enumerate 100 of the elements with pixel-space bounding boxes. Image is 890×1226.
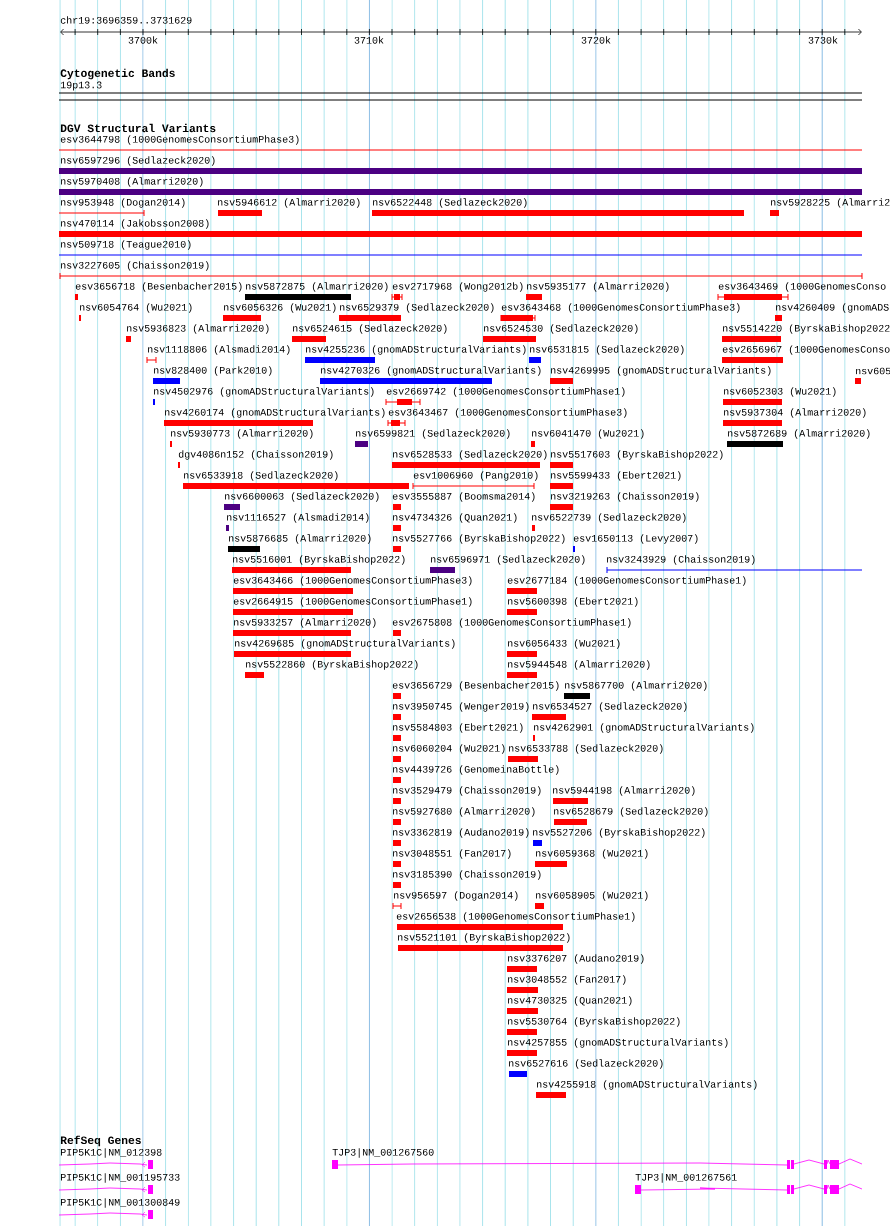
variant-label: nsv4734326 (Quan2021) — [393, 513, 517, 523]
variant-label: nsv3227605 (Chaisson2019) — [61, 261, 209, 271]
variant-label: nsv5521101 (ByrskaBishop2022) — [398, 933, 570, 943]
variant-label: nsv953948 (Dogan2014) — [61, 198, 185, 208]
variant-label: nsv5527766 (ByrskaBishop2022) — [393, 534, 565, 544]
variant-label: nsv6054764 (Wu2021) — [80, 303, 192, 313]
variant-label: esv3555887 (Boomsma2014) — [392, 492, 535, 502]
variant-label: nsv6052303 (Wu2021) — [724, 387, 836, 397]
variant-label: nsv4270326 (gnomADStructuralVariants) — [321, 366, 541, 376]
variant-label: nsv5937304 (Almarri2020) — [724, 408, 866, 418]
variant-label: nsv3048552 (Fan2017) — [508, 975, 626, 985]
variant-label: nsv6531815 (Sedlazeck2020) — [530, 345, 684, 355]
variant-label: nsv6533918 (Sedlazeck2020) — [184, 471, 338, 481]
variant-label: esv1006960 (Pang2010) — [413, 471, 538, 481]
variant-label: nsv5600398 (Ebert2021) — [508, 597, 638, 607]
variant-label: nsv6528533 (Sedlazeck2020) — [393, 450, 547, 460]
variant-label: nsv5530764 (ByrskaBishop2022) — [508, 1017, 680, 1027]
variant-label: nsv6524530 (Sedlazeck2020) — [484, 324, 638, 334]
variant-label: nsv4260409 (gnomADS — [776, 303, 889, 313]
variant-label: nsv3376207 (Audano2019) — [508, 954, 644, 964]
variant-label: nsv4262901 (gnomADStructuralVariants) — [534, 723, 754, 733]
variant-label: nsv5872875 (Almarri2020) — [246, 282, 388, 292]
variant-label: nsv3219263 (Chaisson2019) — [551, 492, 699, 502]
variant-label: nsv5946612 (Almarri2020) — [218, 198, 360, 208]
variant-label: nsv5944198 (Almarri2020) — [553, 786, 695, 796]
variant-label: nsv3950745 (Wenger2019) — [393, 702, 529, 712]
variant-label: nsv5930773 (Almarri2020) — [171, 429, 313, 439]
variant-label: esv2664915 (1000GenomesConsortiumPhase1) — [233, 597, 472, 607]
gene-label: TJP3|NM_001267561 — [635, 1173, 737, 1183]
variant-label: nsv5584803 (Ebert2021) — [393, 723, 523, 733]
variant-label: esv2675808 (1000GenomesConsortiumPhase1) — [392, 618, 631, 628]
gene-label: PIP5K1C|NM_012398 — [61, 1148, 162, 1158]
variant-label: nsv5514220 (ByrskaBishop2022 — [723, 324, 890, 334]
gene-label: TJP3|NM_001267560 — [332, 1148, 434, 1158]
variant-label: nsv5527206 (ByrskaBishop2022) — [533, 828, 705, 838]
variant-label: nsv4269685 (gnomADStructuralVariants) — [235, 639, 455, 649]
variant-label: esv2656967 (1000GenomesConso — [722, 345, 890, 355]
track-title: Cytogenetic Bands — [60, 68, 175, 80]
variant-label: nsv6058905 (Wu2021) — [536, 891, 648, 901]
variant-label: esv1650113 (Levy2007) — [573, 534, 698, 544]
variant-label: nsv5928225 (Almarri2 — [771, 198, 890, 208]
variant-label: nsv4269995 (gnomADStructuralVariants) — [551, 366, 771, 376]
variant-label: nsv4730325 (Quan2021) — [508, 996, 632, 1006]
variant-label: nsv5970408 (Almarri2020) — [61, 177, 203, 187]
track-title: DGV Structural Variants — [60, 123, 216, 133]
variant-label: nsv5516001 (ByrskaBishop2022) — [233, 555, 405, 565]
variant-label: nsv5517603 (ByrskaBishop2022) — [551, 450, 723, 460]
tick-label: 3710k — [354, 36, 384, 44]
variant-label: nsv6524615 (Sedlazeck2020) — [293, 324, 447, 334]
variant-label: esv2677184 (1000GenomesConsortiumPhase1) — [507, 576, 746, 586]
variant-label: nsv6529379 (Sedlazeck2020) — [340, 303, 494, 313]
variant-label: esv2656538 (1000GenomesConsortiumPhase1) — [396, 912, 635, 922]
variant-label: nsv5935177 (Almarri2020) — [527, 282, 669, 292]
variant-label: nsv5876685 (Almarri2020) — [229, 534, 371, 544]
variant-label: nsv956597 (Dogan2014) — [394, 891, 518, 901]
variant-label: nsv6059368 (Wu2021) — [536, 849, 648, 859]
variant-label: nsv6060204 (Wu2021) — [393, 744, 505, 754]
variant-label: nsv5936823 (Almarri2020) — [127, 324, 269, 334]
variant-label: nsv4255918 (gnomADStructuralVariants) — [537, 1080, 757, 1090]
variant-label: nsv5867700 (Almarri2020) — [565, 681, 707, 691]
variant-label: nsv6596971 (Sedlazeck2020) — [431, 555, 585, 565]
variant-label: nsv6528679 (Sedlazeck2020) — [554, 807, 708, 817]
position-label: chr19:3696359..3731629 — [60, 16, 192, 24]
variant-label: nsv6041470 (Wu2021) — [532, 429, 644, 439]
variant-label: nsv4502976 (gnomADStructuralVariants) — [154, 387, 374, 397]
variant-label: nsv3185390 (Chaisson2019) — [393, 870, 541, 880]
variant-label: esv2717968 (Wong2012b) — [392, 282, 523, 292]
variant-label: nsv4255236 (gnomADStructuralVariants) — [306, 345, 526, 355]
variant-label: esv3643468 (1000GenomesConsortiumPhase3) — [501, 303, 740, 313]
variant-label: nsv4257855 (gnomADStructuralVariants) — [508, 1038, 728, 1048]
tick-label: 3730k — [808, 36, 838, 44]
variant-label: nsv6599821 (Sedlazeck2020) — [356, 429, 510, 439]
tick-label: 3700k — [128, 36, 158, 44]
variant-label: esv2669742 (1000GenomesConsortiumPhase1) — [386, 387, 625, 397]
gene-label: PIP5K1C|NM_001195733 — [61, 1173, 180, 1183]
track-title: RefSeq Genes — [60, 1135, 141, 1147]
variant-label: nsv6597296 (Sedlazeck2020) — [61, 156, 215, 166]
variant-label: nsv6600063 (Sedlazeck2020) — [225, 492, 379, 502]
band-label: 19p13.3 — [60, 81, 102, 91]
variant-label: nsv605 — [856, 367, 890, 375]
variant-label: nsv6522739 (Sedlazeck2020) — [532, 513, 686, 523]
variant-label: nsv5927680 (Almarri2020) — [393, 807, 535, 817]
variant-label: nsv828400 (Park2010) — [154, 366, 272, 376]
variant-label: esv3643469 (1000GenomesConso — [718, 282, 886, 292]
variant-label: nsv6522448 (Sedlazeck2020) — [373, 198, 527, 208]
variant-label: esv3656729 (Besenbacher2015) — [392, 681, 559, 691]
variant-label: nsv1116527 (Alsmadi2014) — [227, 513, 369, 523]
variant-label: nsv4439726 (GenomeinaBottle) — [393, 765, 559, 775]
tick-label: 3720k — [581, 36, 611, 44]
variant-label: nsv6056326 (Wu2021) — [224, 303, 336, 313]
variant-label: nsv5599433 (Ebert2021) — [551, 471, 681, 481]
variant-label: nsv6527616 (Sedlazeck2020) — [509, 1059, 663, 1069]
variant-label: nsv5872689 (Almarri2020) — [728, 429, 870, 439]
variant-label: dgv4086n152 (Chaisson2019) — [178, 450, 333, 460]
variant-label: nsv6056433 (Wu2021) — [508, 639, 620, 649]
variant-label: nsv470114 (Jakobsson2008) — [61, 219, 209, 229]
variant-label: nsv5944548 (Almarri2020) — [508, 660, 650, 670]
variant-label: nsv6533788 (Sedlazeck2020) — [509, 744, 663, 754]
variant-label: nsv6534527 (Sedlazeck2020) — [533, 702, 687, 712]
variant-label: nsv5933257 (Almarri2020) — [234, 618, 376, 628]
